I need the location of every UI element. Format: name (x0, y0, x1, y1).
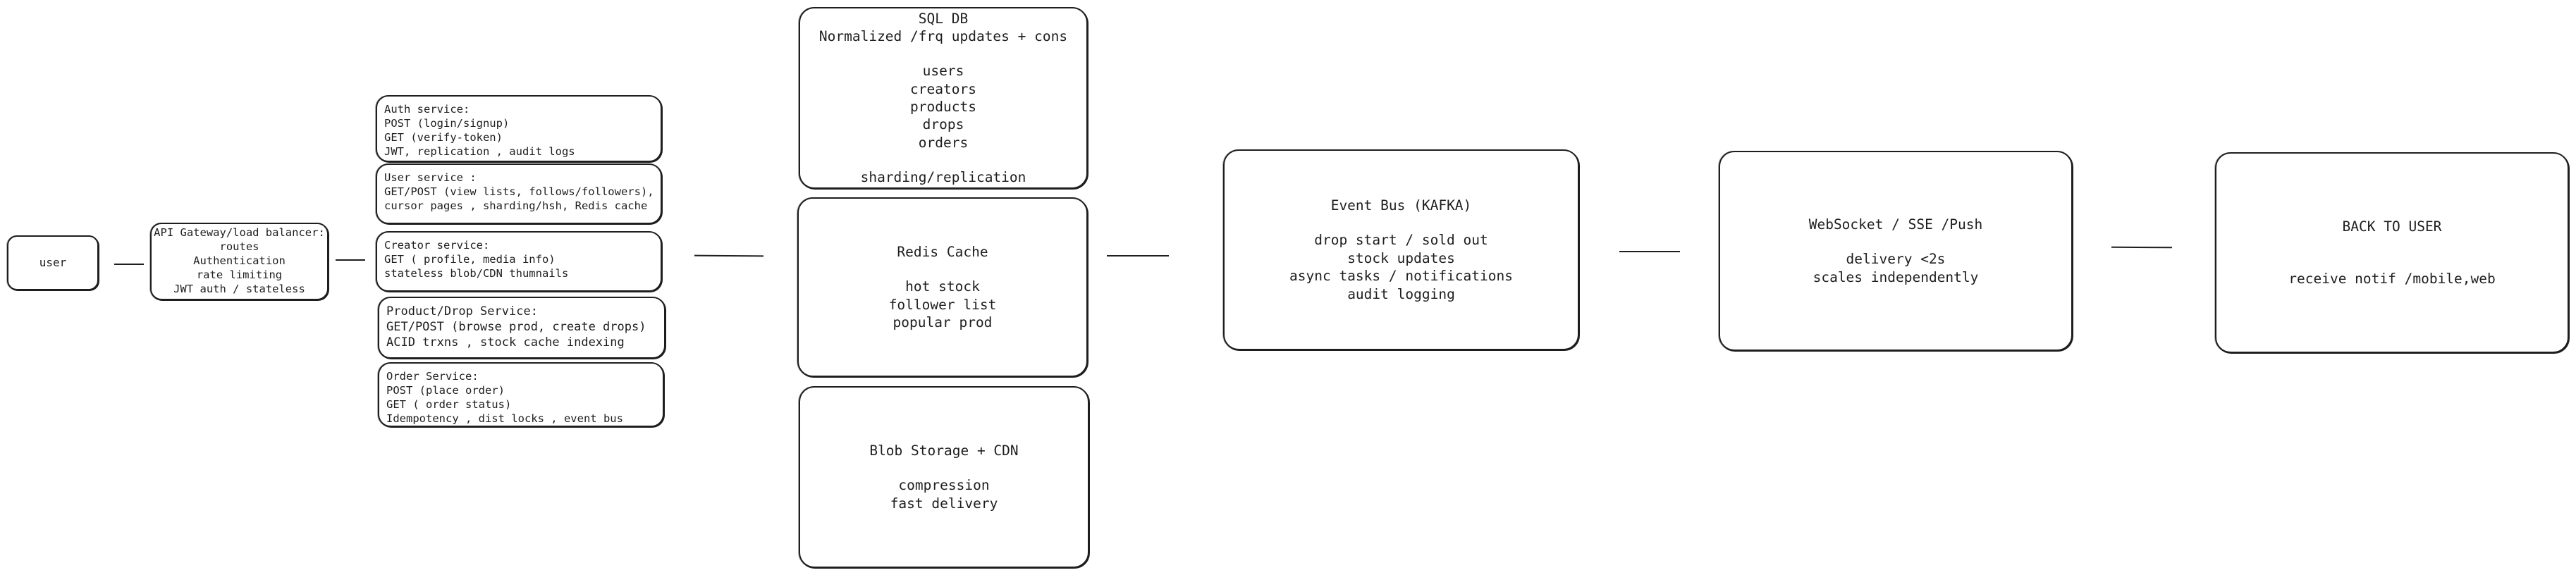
user-label: user (39, 255, 67, 269)
back-to-user-node: BACK TO USER receive notif /mobile,web (2215, 152, 2569, 353)
service-line: stateless blob/CDN thumnails (384, 267, 569, 280)
service-title: Creator service: (384, 239, 490, 252)
blob-line: compression (898, 477, 990, 494)
event-bus-node: Event Bus (KAFKA) drop start / sold out … (1223, 149, 1579, 350)
connector-storage-eventbus (1107, 255, 1169, 256)
service-line: GET ( order status) (386, 398, 512, 412)
sql-db-node: SQL DB Normalized /frq updates + cons us… (799, 7, 1088, 189)
redis-line: follower list (888, 296, 997, 313)
gateway-line: Authentication (193, 254, 286, 268)
sql-db-footer: sharding/replication (860, 169, 1026, 186)
connector-eventbus-websocket (1619, 251, 1680, 252)
gateway-line: routes (219, 240, 259, 254)
redis-line: hot stock (905, 278, 980, 295)
sql-table-item: drops (922, 116, 964, 133)
creator-service-node: Creator service: GET ( profile, media in… (376, 231, 662, 292)
connector-services-storage (694, 254, 764, 257)
service-title: Order Service: (386, 370, 479, 383)
user-service-node: User service : GET/POST (view lists, fol… (376, 163, 662, 224)
blob-storage-node: Blob Storage + CDN compression fast deli… (799, 386, 1089, 568)
websocket-node: WebSocket / SSE /Push delivery <2s scale… (1719, 151, 2073, 351)
event-bus-line: async tasks / notifications (1289, 268, 1513, 285)
back-to-user-line: receive notif /mobile,web (2288, 270, 2496, 287)
event-bus-line: drop start / sold out (1314, 232, 1488, 249)
gateway-title: API Gateway/load balancer: (154, 226, 325, 240)
connector-gateway-services (336, 259, 365, 261)
auth-service-node: Auth service: POST (login/signup) GET (v… (376, 95, 662, 162)
blob-title: Blob Storage + CDN (869, 442, 1019, 459)
service-line: Idempotency , dist locks , event bus (386, 412, 623, 426)
service-line: POST (place order) (386, 384, 505, 397)
sql-db-title: SQL DB (918, 10, 969, 27)
redis-title: Redis Cache (897, 243, 988, 260)
service-title: Product/Drop Service: (386, 304, 538, 319)
user-node: user (7, 235, 99, 290)
websocket-line: delivery <2s (1846, 251, 1946, 268)
sql-table-item: products (910, 99, 976, 115)
service-line: POST (login/signup) (384, 117, 510, 130)
sql-db-subtitle: Normalized /frq updates + cons (818, 27, 1068, 44)
service-line: GET (verify-token) (384, 131, 503, 144)
service-title: Auth service: (384, 103, 470, 116)
service-line: JWT, replication , audit logs (384, 145, 575, 159)
sql-table-item: creators (910, 80, 976, 97)
redis-line: popular prod (893, 314, 993, 330)
api-gateway-node: API Gateway/load balancer: routes Authen… (150, 223, 329, 300)
sql-table-item: users (922, 63, 964, 80)
event-bus-title: Event Bus (KAFKA) (1330, 197, 1472, 214)
service-line: GET/POST (browse prod, create drops) (386, 320, 646, 335)
connector-websocket-backtouser (2111, 246, 2173, 249)
websocket-title: WebSocket / SSE /Push (1808, 216, 1983, 233)
product-drop-service-node: Product/Drop Service: GET/POST (browse p… (378, 297, 666, 359)
gateway-line: rate limiting (196, 268, 283, 281)
service-line: GET/POST (view lists, follows/followers)… (384, 185, 654, 199)
order-service-node: Order Service: POST (place order) GET ( … (378, 362, 664, 427)
gateway-line: JWT auth / stateless (173, 282, 305, 295)
service-line: ACID trxns , stock cache indexing (386, 335, 625, 350)
sql-table-item: orders (918, 134, 969, 151)
service-title: User service : (384, 171, 477, 184)
event-bus-line: audit logging (1347, 285, 1455, 302)
redis-cache-node: Redis Cache hot stock follower list popu… (797, 197, 1088, 377)
blob-line: fast delivery (890, 495, 998, 512)
event-bus-line: stock updates (1347, 249, 1455, 266)
websocket-line: scales independently (1813, 268, 1979, 285)
connector-user-gateway (114, 264, 144, 265)
service-line: GET ( profile, media info) (384, 253, 556, 266)
back-to-user-title: BACK TO USER (2342, 218, 2442, 235)
service-line: cursor pages , sharding/hsh, Redis cache (384, 199, 648, 213)
